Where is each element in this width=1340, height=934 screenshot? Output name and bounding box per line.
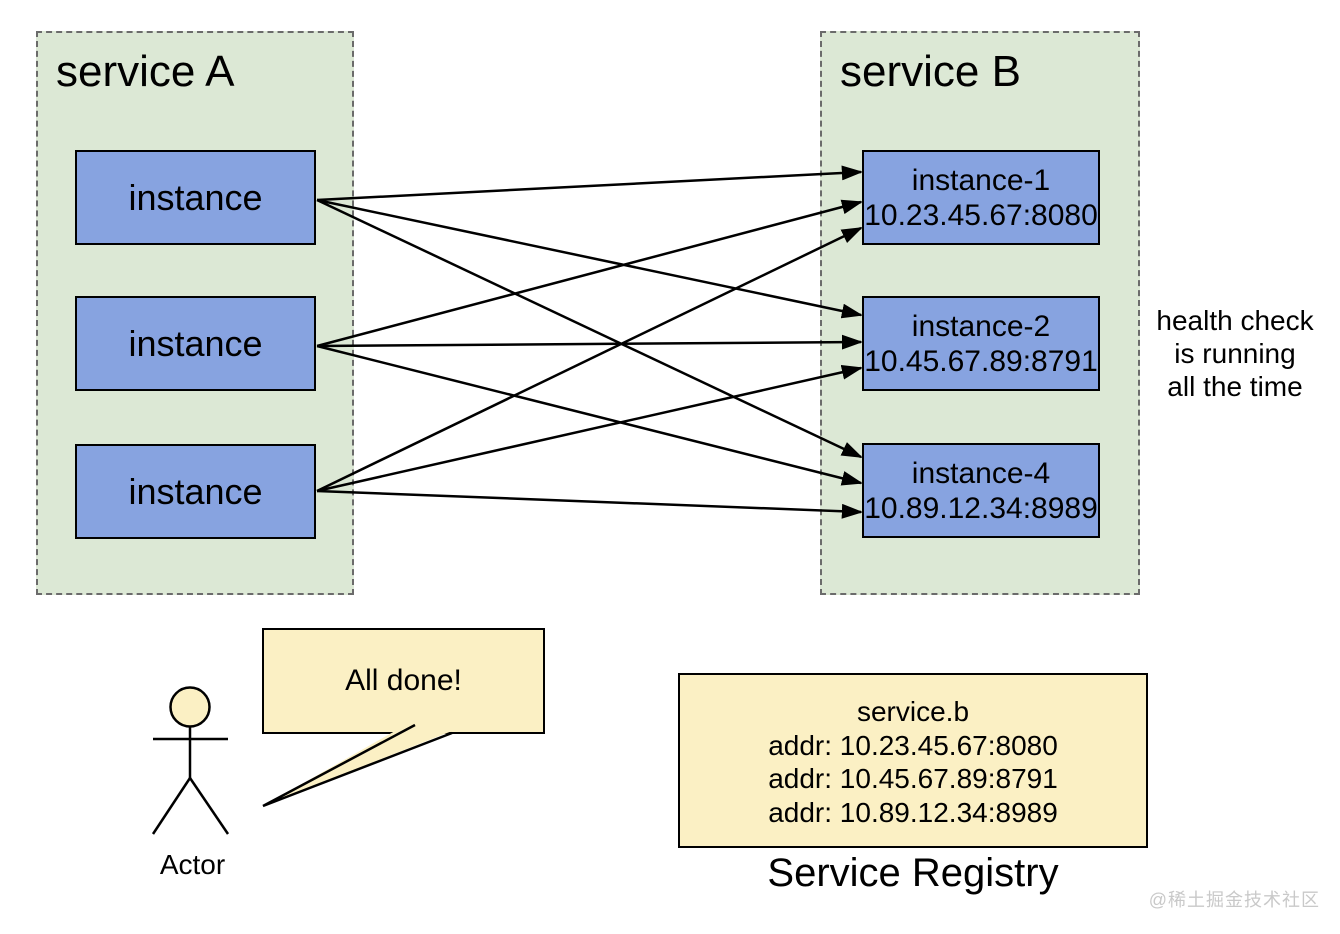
registry-entry: addr: 10.89.12.34:8989	[768, 796, 1058, 828]
actor-leg-right	[188, 777, 230, 835]
instance-label: instance	[128, 470, 263, 512]
watermark-text: @稀土掘金技术社区	[1148, 890, 1320, 910]
request-arrows	[316, 165, 864, 519]
service-b-instance-4: instance-4 10.89.12.34:8989	[862, 443, 1100, 538]
service-b-instance-2: instance-2 10.45.67.89:8791	[862, 296, 1100, 391]
instance-address: 10.89.12.34:8989	[864, 491, 1098, 525]
instance-label: instance	[128, 322, 263, 364]
actor-head	[169, 686, 211, 728]
health-check-note: health check is running all the time	[1156, 305, 1314, 402]
registry-service-name: service.b	[856, 696, 970, 727]
instance-name: instance-4	[911, 456, 1051, 490]
instance-name: instance-1	[911, 163, 1051, 197]
actor-label: Actor	[159, 849, 226, 880]
actor-leg-left	[151, 777, 192, 835]
service-registry-box: service.b addr: 10.23.45.67:8080 addr: 1…	[678, 673, 1148, 848]
instance-name: instance-2	[911, 309, 1051, 343]
speech-bubble-text: All done!	[345, 664, 462, 697]
service-b-title: service B	[840, 47, 1021, 96]
service-a-title: service A	[56, 47, 235, 96]
speech-bubble: All done!	[262, 628, 545, 734]
service-a-instance: instance	[75, 150, 316, 245]
instance-label: instance	[128, 176, 263, 218]
registry-entry: addr: 10.23.45.67:8080	[768, 729, 1058, 761]
registry-caption: Service Registry	[767, 851, 1059, 895]
instance-address: 10.45.67.89:8791	[864, 344, 1098, 378]
service-b-instance-1: instance-1 10.23.45.67:8080	[862, 150, 1100, 245]
service-a-instance: instance	[75, 444, 316, 539]
instance-address: 10.23.45.67:8080	[864, 198, 1098, 232]
registry-entry: addr: 10.45.67.89:8791	[768, 763, 1058, 794]
speech-bubble-tail	[262, 723, 453, 808]
service-a-instance: instance	[75, 296, 316, 391]
actor-figure	[151, 686, 230, 835]
